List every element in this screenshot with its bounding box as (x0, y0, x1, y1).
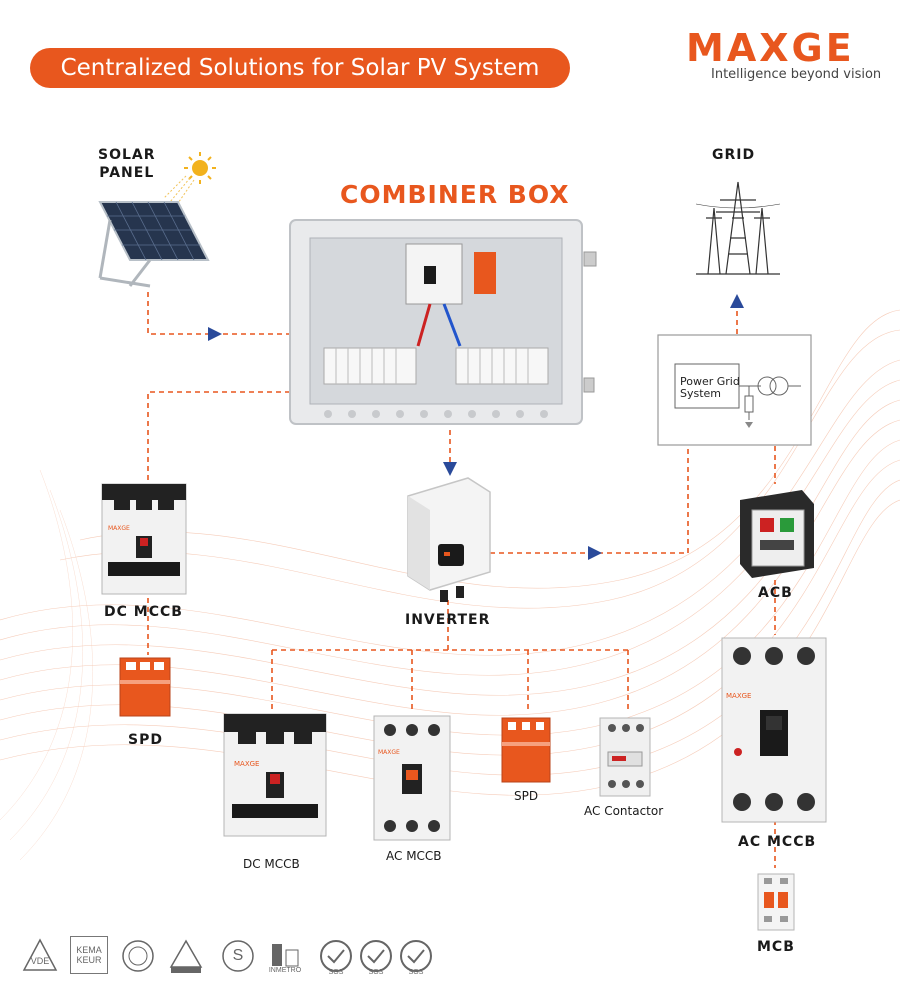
ac-contactor-label: AC Contactor (584, 804, 664, 818)
svg-text:MAXGE: MAXGE (378, 749, 400, 756)
solar-panel-icon (98, 152, 216, 288)
svg-text:MAXGE: MAXGE (234, 760, 259, 768)
grid-label: GRID (712, 147, 756, 163)
spd-bottom-label: SPD (514, 789, 539, 803)
ac-mccb-right-image: MAXGE (721, 637, 827, 823)
sgs-icon-3: SGS (396, 936, 436, 976)
s-mark-icon: S (218, 936, 258, 976)
combiner-box-title: COMBINER BOX (340, 180, 570, 209)
arrow-to-combiner (208, 327, 222, 341)
transformer-icon (757, 376, 777, 396)
mcb-label: MCB (757, 939, 795, 955)
dc-mccb-left-label: DC MCCB (104, 604, 183, 620)
ac-contactor-image (599, 717, 651, 797)
svg-text:MAXGE: MAXGE (108, 525, 130, 532)
dc-mccb-bottom-label: DC MCCB (243, 857, 300, 871)
solar-panel-label: SOLAR PANEL (98, 147, 156, 181)
ccc-mark-icon (118, 936, 158, 976)
sun-icon (163, 152, 216, 207)
acb-label: ACB (758, 585, 793, 601)
sgs-icon-1: SGS (316, 936, 356, 976)
tuv-rheinland-icon (166, 936, 206, 976)
page-title: Centralized Solutions for Solar PV Syste… (60, 55, 540, 81)
dc-mccb-left-image: MAXGE (101, 483, 187, 595)
acb-image (740, 490, 814, 578)
ac-mccb-bottom-image: MAXGE (373, 715, 451, 841)
page-title-banner: Centralized Solutions for Solar PV Syste… (30, 48, 570, 88)
kema-keur-icon: KEMA KEUR (70, 936, 108, 974)
arrow-to-inverter (443, 462, 457, 476)
inmetro-icon: INMETRO (260, 936, 310, 976)
svg-text:MAXGE: MAXGE (726, 692, 751, 700)
combiner-box-image (289, 219, 597, 425)
sgs-icon-2: SGS (356, 936, 396, 976)
mcb-image (757, 873, 795, 931)
power-grid-system-box (657, 334, 812, 446)
brand-logo: MAXGE (686, 26, 855, 70)
spd-left-label: SPD (128, 732, 163, 748)
inverter-label: INVERTER (405, 612, 491, 628)
brand-tagline: Intelligence beyond vision (711, 67, 882, 82)
arrow-to-grid-system (588, 546, 602, 560)
dc-mccb-bottom-image: MAXGE (223, 713, 327, 837)
spd-left-image (119, 657, 171, 717)
spd-bottom-image (501, 717, 551, 783)
arrow-to-grid (730, 294, 744, 308)
ac-mccb-right-label: AC MCCB (738, 834, 817, 850)
ac-mccb-bottom-label: AC MCCB (386, 849, 442, 863)
inverter-image (407, 477, 491, 602)
transmission-tower-icon (696, 181, 780, 275)
power-grid-system-label: Power Grid System (680, 375, 740, 400)
vde-mark-icon: VDE (20, 936, 60, 976)
